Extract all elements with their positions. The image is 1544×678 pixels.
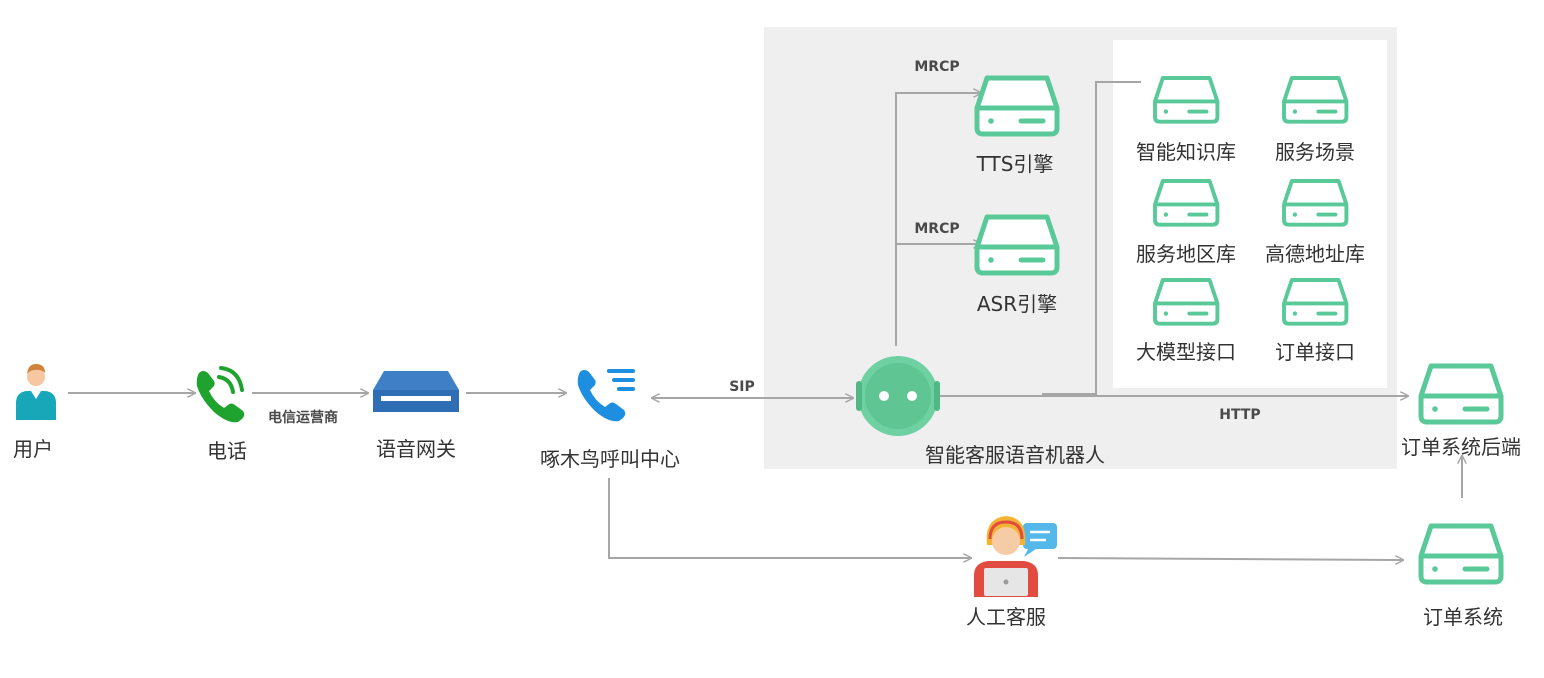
phone-label: 电话 <box>207 439 247 463</box>
tts-label: TTS引擎 <box>976 152 1054 176</box>
order-system-server-icon <box>1421 526 1501 582</box>
order-api-server-icon <box>1282 278 1349 326</box>
edge-robot-resources <box>1042 81 1141 395</box>
amap-address-server-icon <box>1282 179 1349 227</box>
asr-server-icon <box>977 217 1057 273</box>
order-system-label: 订单系统 <box>1423 605 1503 629</box>
human-agent-label: 人工客服 <box>966 605 1046 629</box>
edge-agent-ordersystem <box>1057 558 1403 560</box>
tts-server-icon <box>977 78 1057 134</box>
resource-label-service-scene: 服务场景 <box>1275 140 1355 164</box>
resource-label-llm-api: 大模型接口 <box>1136 340 1236 364</box>
asr-label: ASR引擎 <box>977 292 1057 316</box>
user-label: 用户 <box>13 437 53 461</box>
user-icon <box>16 364 56 420</box>
phone-icon <box>196 366 245 423</box>
resource-label-order-api: 订单接口 <box>1275 340 1355 364</box>
resource-label-amap-address: 高德地址库 <box>1265 242 1365 266</box>
robot-label: 智能客服语音机器人 <box>925 443 1105 467</box>
carrier-edge-label: 电信运营商 <box>268 409 338 426</box>
service-scene-server-icon <box>1282 76 1349 124</box>
connectors <box>68 81 1462 560</box>
llm-api-server-icon <box>1153 278 1220 326</box>
mrcp-tts-edge-label: MRCP <box>914 59 959 75</box>
sip-edge-label: SIP <box>729 379 755 395</box>
order-backend-server-icon <box>1421 366 1501 422</box>
edge-callcenter-agent <box>608 478 971 558</box>
knowledge-base-server-icon <box>1153 76 1220 124</box>
resource-label-knowledge-base: 智能知识库 <box>1136 140 1236 164</box>
call-center-icon <box>577 369 635 422</box>
robot-icon <box>856 356 940 436</box>
gateway-icon <box>373 371 459 412</box>
resource-label-service-region: 服务地区库 <box>1136 242 1236 266</box>
order-backend-label: 订单系统后端 <box>1401 435 1521 459</box>
service-region-server-icon <box>1153 179 1220 227</box>
call-center-label: 啄木鸟呼叫中心 <box>540 447 680 471</box>
edge-robot-tts <box>895 93 981 346</box>
mrcp-asr-edge-label: MRCP <box>914 221 959 237</box>
http-edge-label: HTTP <box>1219 407 1260 423</box>
agent-icon <box>974 516 1057 597</box>
gateway-label: 语音网关 <box>376 437 456 461</box>
